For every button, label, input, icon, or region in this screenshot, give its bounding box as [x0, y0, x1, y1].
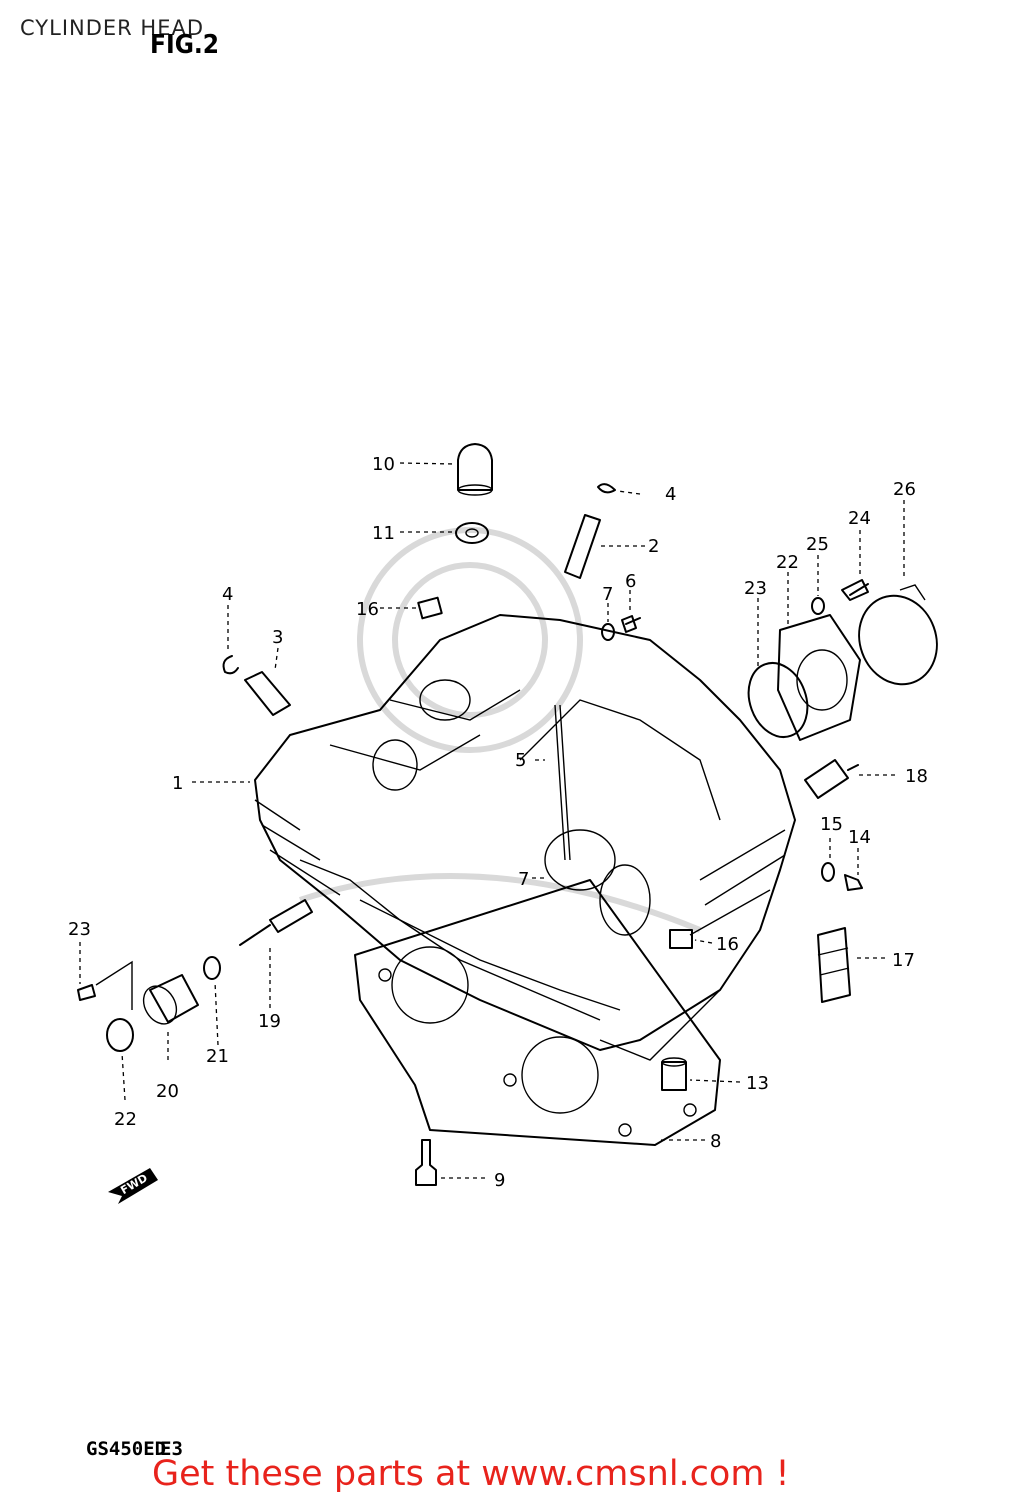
- part-block-17: [817, 927, 851, 1003]
- part-clip-4-left: [222, 655, 239, 675]
- part-bolt-7: [621, 615, 641, 633]
- callout-4-top: 4: [665, 484, 676, 505]
- part-washer-27: [811, 597, 825, 615]
- callout-1: 1: [172, 773, 183, 794]
- callout-16-lower: 16: [716, 934, 739, 955]
- part-bolt-14: [844, 874, 863, 891]
- part-block-16-lower: [669, 929, 693, 949]
- callout-19: 19: [258, 1011, 281, 1032]
- callout-10: 9: [494, 1170, 505, 1191]
- figure-label: FIG.2: [150, 30, 220, 60]
- leader-lines: [79, 462, 905, 1179]
- watermark-logo: [299, 527, 702, 933]
- callout-4-left: 4: [222, 584, 233, 605]
- callout-12: 10: [372, 454, 395, 475]
- callout-28: 26: [893, 479, 916, 500]
- part-screw-23: [77, 984, 96, 1001]
- part-guide-3: [244, 671, 291, 716]
- cylinder-head-body: [254, 614, 796, 1061]
- part-bolt-26: [841, 579, 869, 601]
- callout-3: 3: [272, 627, 283, 648]
- callout-24: 22: [776, 552, 799, 573]
- callout-13: 11: [372, 523, 395, 544]
- callout-11: 13: [746, 1073, 769, 1094]
- model-region: E3: [160, 1438, 183, 1460]
- head-gasket: [354, 879, 721, 1146]
- part-washer-15: [821, 862, 835, 882]
- callout-7: 6: [625, 571, 636, 592]
- part-spark-plug-18: [804, 759, 859, 799]
- callout-6: 7: [518, 869, 529, 890]
- callout-18: 18: [905, 766, 928, 787]
- part-dowel-11: [661, 1057, 687, 1091]
- callout-16-top: 16: [356, 599, 379, 620]
- callout-23: 23: [68, 919, 91, 940]
- callout-8: 7: [602, 584, 613, 605]
- callout-2: 2: [648, 536, 659, 557]
- callout-14: 14: [848, 827, 871, 848]
- callout-22: 22: [114, 1109, 137, 1130]
- part-clip-4-top: [597, 483, 616, 494]
- part-bolt-10: [415, 1139, 437, 1186]
- promo-link[interactable]: Get these parts at www.cmsnl.com !: [152, 1454, 790, 1494]
- callout-21: 21: [206, 1046, 229, 1067]
- callout-25: 23: [744, 578, 767, 599]
- part-flange-24: [777, 614, 861, 741]
- callout-15: 15: [820, 814, 843, 835]
- part-guide-2: [564, 514, 601, 579]
- part-cap-20: [142, 974, 199, 1025]
- part-washer-8: [601, 623, 615, 641]
- model-code: GS450ED: [86, 1438, 167, 1460]
- part-ring-21: [203, 956, 221, 980]
- part-cap-12: [457, 443, 493, 496]
- page-title: CYLINDER HEAD: [20, 16, 205, 40]
- part-clamp-28: [858, 584, 938, 686]
- forward-arrow-icon: [108, 1168, 158, 1204]
- callout-26: 24: [848, 508, 871, 529]
- callout-27: 25: [806, 534, 829, 555]
- part-block-16-top: [417, 596, 443, 620]
- part-plug-22: [106, 1018, 134, 1052]
- callout-20: 20: [156, 1081, 179, 1102]
- callout-17: 17: [892, 950, 915, 971]
- part-washer-13: [455, 522, 489, 544]
- callout-9: 8: [710, 1131, 721, 1152]
- part-o-ring-25: [747, 662, 809, 738]
- callout-labels: 10 11 4 2 4 3 16 7 6 1 5 7 23 22 25 24 2…: [68, 454, 928, 1197]
- callout-5: 5: [515, 750, 526, 771]
- part-fitting-19: [239, 899, 313, 946]
